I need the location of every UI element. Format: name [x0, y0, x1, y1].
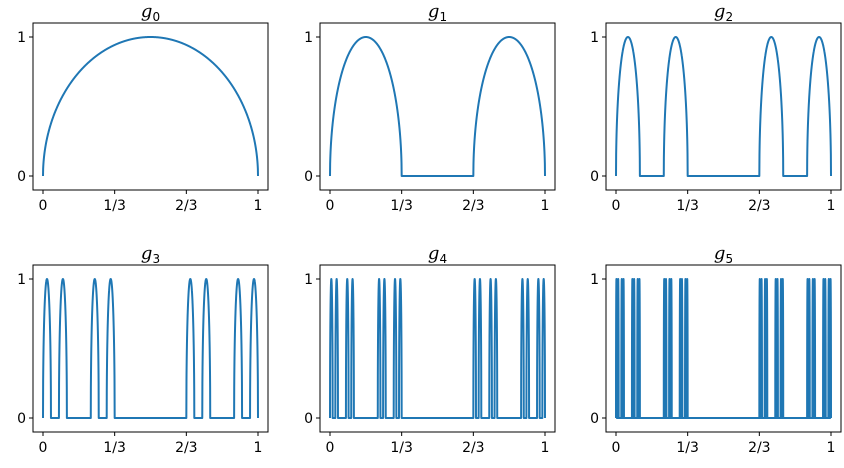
- x-tick-label: 1/3: [676, 198, 699, 214]
- x-tick-label: 1/3: [390, 440, 413, 456]
- x-tick-label: 2/3: [462, 440, 485, 456]
- y-tick-label: 1: [304, 272, 313, 288]
- y-tick-label: 0: [17, 411, 26, 427]
- x-tick-label: 1: [541, 198, 550, 214]
- y-tick-label: 0: [590, 169, 599, 185]
- y-tick-label: 1: [590, 30, 599, 46]
- subplot-title: g0: [141, 1, 160, 24]
- x-tick-label: 2/3: [175, 440, 198, 456]
- axes-frame: [32, 264, 269, 433]
- x-tick-label: 2/3: [175, 198, 198, 214]
- x-tick-label: 1/3: [676, 440, 699, 456]
- x-tick-label: 0: [39, 198, 48, 214]
- x-tick-label: 1: [541, 440, 550, 456]
- x-tick-label: 1: [254, 440, 263, 456]
- subplot-g1: 0 1/3 2/3 1 0 1 g1: [304, 1, 556, 214]
- x-tick-label: 0: [326, 198, 335, 214]
- y-tick-label: 0: [590, 411, 599, 427]
- axes-frame: [319, 264, 556, 433]
- y-tick-label: 1: [590, 272, 599, 288]
- subplot-g0: 0 1/3 2/3 1 0 1 g0: [17, 1, 269, 214]
- x-tick-label: 2/3: [462, 198, 485, 214]
- axes-frame: [605, 22, 842, 191]
- axes-frame: [319, 22, 556, 191]
- subplot-title: g4: [428, 243, 447, 266]
- subplot-g2: 0 1/3 2/3 1 0 1 g2: [590, 1, 842, 214]
- subplot-g3: 0 1/3 2/3 1 0 1 g3: [17, 243, 269, 456]
- series-line-g1: [329, 36, 546, 177]
- y-tick-label: 1: [304, 30, 313, 46]
- subplot-title: g1: [428, 1, 447, 24]
- x-tick-label: 2/3: [748, 198, 771, 214]
- x-tick-label: 1: [827, 440, 836, 456]
- series-line-g0: [42, 36, 259, 177]
- axes-frame: [32, 22, 269, 191]
- subplot-title: g3: [141, 243, 160, 266]
- subplot-title: g5: [714, 243, 733, 266]
- subplot-g4: 0 1/3 2/3 1 0 1 g4: [304, 243, 556, 456]
- axes-frame: [605, 264, 842, 433]
- series-line-g4: [329, 278, 546, 419]
- x-tick-label: 2/3: [748, 440, 771, 456]
- series-line-g3: [42, 278, 259, 419]
- y-tick-label: 1: [17, 30, 26, 46]
- x-tick-label: 0: [326, 440, 335, 456]
- series-line-g2: [615, 36, 832, 177]
- y-tick-label: 0: [304, 169, 313, 185]
- series-line-g5: [615, 278, 832, 419]
- subplot-title: g2: [714, 1, 733, 24]
- x-tick-label: 0: [39, 440, 48, 456]
- x-tick-label: 1/3: [390, 198, 413, 214]
- x-tick-label: 1/3: [103, 198, 126, 214]
- x-tick-label: 1/3: [103, 440, 126, 456]
- y-tick-label: 0: [304, 411, 313, 427]
- x-tick-label: 0: [612, 198, 621, 214]
- subplot-g5: 0 1/3 2/3 1 0 1 g5: [590, 243, 842, 456]
- y-tick-label: 0: [17, 169, 26, 185]
- x-tick-label: 1: [254, 198, 263, 214]
- y-tick-label: 1: [17, 272, 26, 288]
- x-tick-label: 1: [827, 198, 836, 214]
- x-tick-label: 0: [612, 440, 621, 456]
